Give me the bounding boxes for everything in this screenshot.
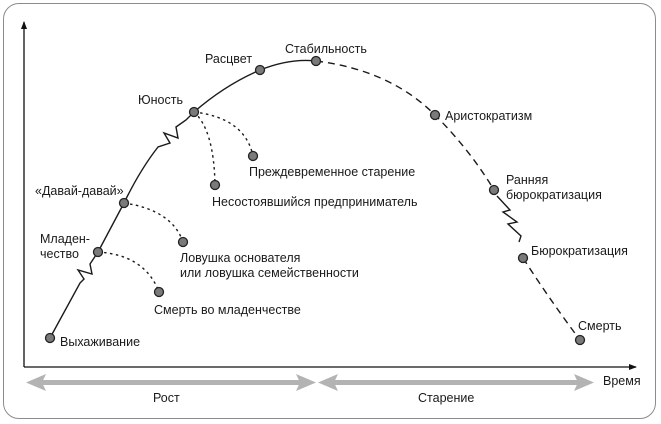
phase-label-aging: Старение (418, 391, 474, 405)
stage-label-rannyaya-1: Ранняя (506, 173, 548, 187)
trap-line-infant-mortality (97, 251, 160, 293)
trap-label-premature-aging: Преждевременное старение (249, 165, 415, 179)
stage-node-aristokratizm[interactable] (429, 109, 441, 121)
aging-curve-end (522, 257, 581, 341)
diagram-frame (3, 3, 656, 419)
phase-arrow-aging (318, 374, 594, 391)
stage-node-stabilnost[interactable] (310, 55, 322, 67)
phase-arrow-growth (26, 374, 316, 391)
stage-node-yunost[interactable] (188, 106, 200, 118)
aging-zigzag (496, 195, 522, 243)
trap-line-premature-aging (193, 111, 254, 157)
stage-node-byurokratizatsiya[interactable] (517, 252, 529, 264)
trap-label-infant-mortality: Смерть во младенчестве (154, 303, 301, 317)
stage-node-smert[interactable] (574, 334, 586, 346)
trap-label-founder-trap-1: Ловушка основателя (180, 251, 300, 265)
stage-label-aristokratizm: Аристократизм (445, 109, 532, 123)
stage-label-davai-davai: «Давай-давай» (35, 184, 124, 198)
x-axis-label: Время (603, 374, 641, 388)
stage-node-vykhazhivanie[interactable] (44, 332, 56, 344)
trap-label-unfulfilled-entrepreneur: Несостоявшийся предприниматель (212, 195, 417, 209)
trap-node-unfulfilled-entrepreneur[interactable] (209, 179, 221, 191)
stage-label-rannyaya-2: бюрократизация (506, 188, 602, 202)
trap-line-founder-trap (123, 202, 184, 243)
stage-node-rastsvet[interactable] (254, 64, 266, 76)
trap-label-founder-trap-2: или ловушка семейственности (180, 266, 359, 280)
trap-node-founder-trap[interactable] (177, 236, 189, 248)
stage-node-mladenchestvo[interactable] (92, 246, 104, 258)
stage-node-rannyaya-byurokratizatsiya[interactable] (488, 184, 500, 196)
trap-node-infant-mortality[interactable] (153, 286, 165, 298)
trap-node-premature-aging[interactable] (247, 150, 259, 162)
trap-line-unfulfilled-entrepreneur (193, 111, 216, 186)
trap-lines (97, 111, 254, 293)
stage-label-smert: Смерть (578, 319, 622, 333)
phase-label-growth: Рост (153, 391, 180, 405)
stage-label-mladenchestvo-2: чество (40, 247, 79, 261)
stage-node-davai-davai[interactable] (118, 197, 130, 209)
stage-label-stabilnost: Стабильность (285, 42, 367, 56)
stage-label-mladenchestvo-1: Младен- (40, 232, 90, 246)
stage-label-vykhazhivanie: Выхаживание (60, 335, 140, 349)
stage-label-byurokratizatsiya: Бюрократизация (531, 244, 628, 258)
stage-label-rastsvet: Расцвет (205, 52, 252, 66)
stage-label-yunost: Юность (138, 93, 183, 107)
